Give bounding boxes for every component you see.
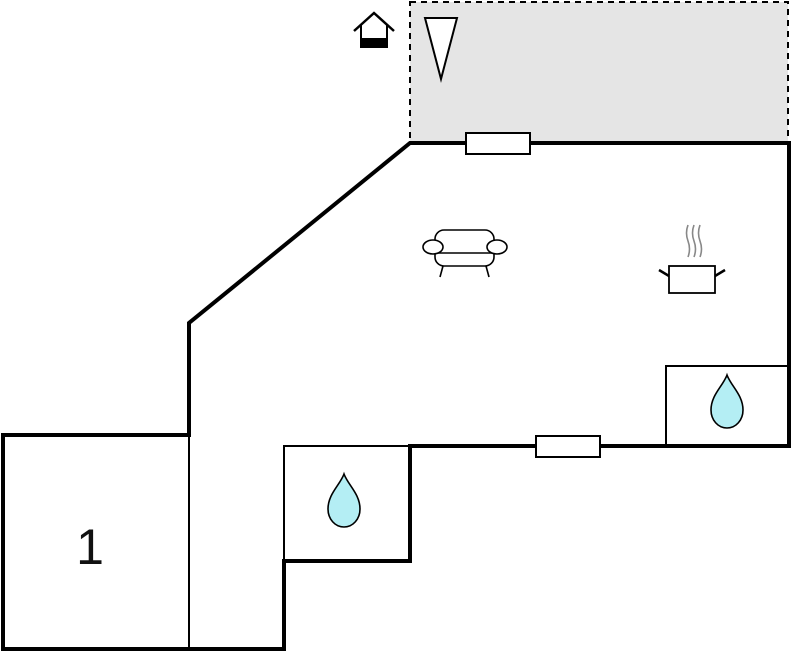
north-arrow-icon <box>423 17 459 83</box>
bathroom-wall <box>283 445 410 561</box>
kitchen-pot-icon <box>658 224 726 294</box>
water-drop-icon <box>710 372 744 429</box>
room-number-label: 1 <box>76 519 104 575</box>
sofa-icon <box>422 229 508 278</box>
window-bottom <box>535 435 601 458</box>
bathroom-wall-right <box>665 365 789 446</box>
outer-wall <box>1 141 791 651</box>
terrace-area <box>409 1 789 144</box>
window-top <box>465 132 531 155</box>
house-entrance-icon <box>353 11 395 48</box>
water-drop-icon <box>327 471 361 528</box>
